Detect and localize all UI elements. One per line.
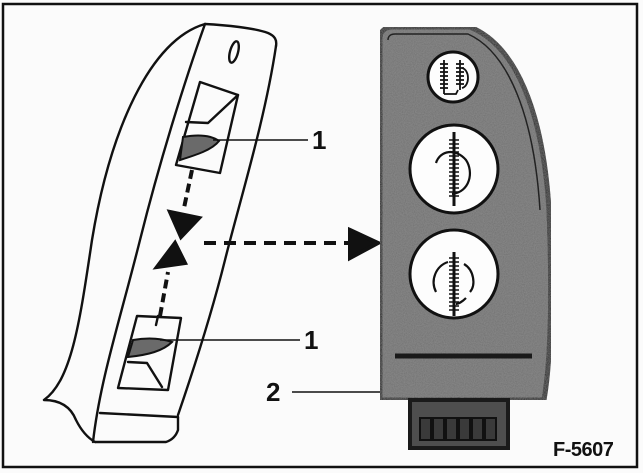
arrow-down-icon xyxy=(166,209,203,241)
trim-panel xyxy=(42,22,278,444)
spring-adjust-rotate-dashed-icon xyxy=(432,252,475,316)
arrow-up-icon xyxy=(152,239,189,270)
callout-1-lower: 1 xyxy=(304,325,319,355)
lower-switch-slider xyxy=(126,337,174,359)
button-spring-adjust-rear[interactable] xyxy=(408,228,500,320)
callout-1-upper: 1 xyxy=(312,125,327,155)
arrow-right-icon xyxy=(348,226,383,262)
spring-adjust-rotate-icon xyxy=(434,132,471,206)
button-suspension[interactable] xyxy=(426,50,480,104)
figure-border xyxy=(1,2,639,469)
dashed-arrows xyxy=(152,169,383,317)
dual-spring-suspension-icon xyxy=(440,60,469,95)
upper-switch-slider xyxy=(178,134,221,162)
lower-switch-opening xyxy=(116,314,183,392)
button-spring-adjust-front[interactable] xyxy=(408,123,500,215)
connector-pins xyxy=(419,417,497,441)
figure-id-label: F-5607 xyxy=(553,439,614,461)
callout-2: 2 xyxy=(266,377,281,407)
callout-leaders xyxy=(160,139,380,393)
oval-slot xyxy=(228,40,240,64)
